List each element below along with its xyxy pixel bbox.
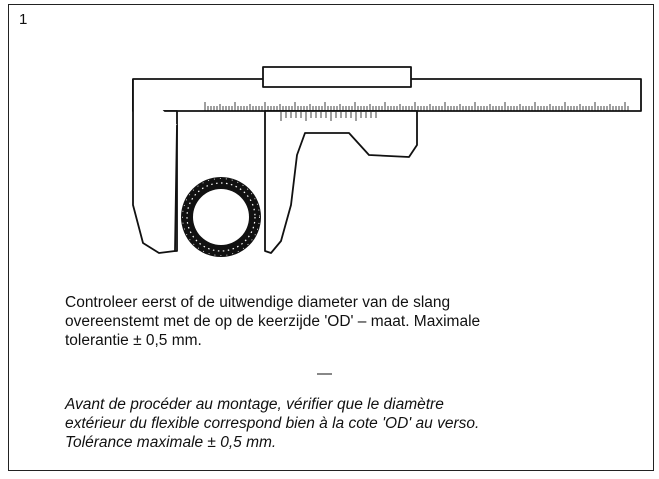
caliper-measuring-hose-icon	[132, 66, 642, 257]
instruction-line: overeenstemt met de op de keerzijde 'OD'…	[65, 313, 481, 330]
language-separator: —	[317, 365, 332, 382]
instruction-line: Controleer eerst of de uitwendige diamet…	[65, 294, 451, 311]
instruction-line: tolerantie ± 0,5 mm.	[65, 332, 202, 349]
instruction-line: Avant de procéder au montage, vérifier q…	[65, 396, 444, 413]
step-number: 1	[19, 11, 28, 28]
instruction-line: Tolérance maximale ± 0,5 mm.	[65, 434, 277, 451]
instruction-text-dutch: Controleer eerst of de uitwendige diamet…	[65, 293, 625, 350]
instruction-line: extérieur du flexible correspond bien à …	[65, 415, 480, 432]
instruction-text-french: Avant de procéder au montage, vérifier q…	[65, 395, 625, 452]
instruction-panel: 1 Controleer eerst of de uitwendige diam…	[8, 4, 654, 471]
